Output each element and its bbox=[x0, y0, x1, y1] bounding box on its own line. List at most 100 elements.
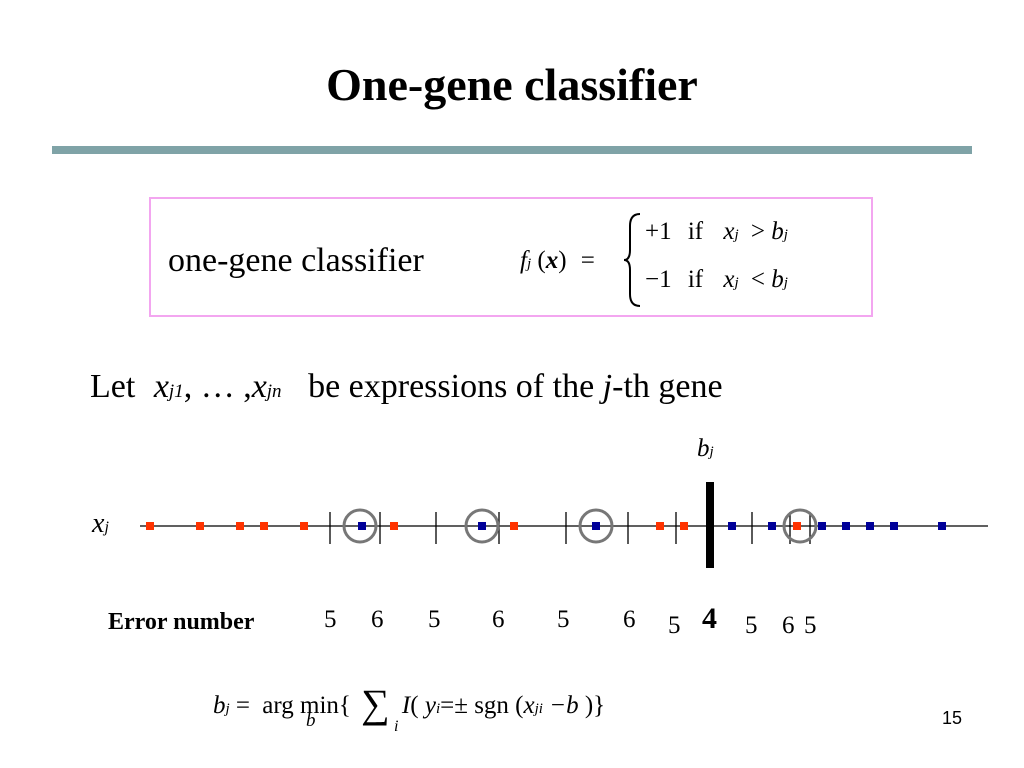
case1-var: x bbox=[723, 218, 735, 245]
x-first-sub: j1 bbox=[168, 381, 184, 402]
page-number: 15 bbox=[942, 708, 963, 728]
title-divider bbox=[52, 146, 972, 154]
x-first: x bbox=[153, 368, 169, 405]
formula-sgn: sgn bbox=[474, 692, 509, 719]
error-number-value: 5 bbox=[745, 612, 758, 639]
case1-rhs-sub: j bbox=[783, 227, 788, 243]
definition-label: one-gene classifier bbox=[168, 242, 424, 279]
lhs-arg: x bbox=[545, 247, 559, 274]
let-text-a: be expressions of the bbox=[308, 368, 603, 405]
formula-x: x bbox=[523, 692, 535, 719]
threshold-sub: j bbox=[709, 444, 714, 460]
threshold-bar bbox=[706, 482, 714, 568]
formula-b: b bbox=[213, 692, 226, 719]
ellipsis: , … , bbox=[183, 368, 252, 405]
case2-var: x bbox=[723, 266, 735, 293]
blue-sample-point bbox=[728, 522, 736, 530]
case2-rhs: b bbox=[771, 266, 784, 293]
case1-value: +1 bbox=[645, 218, 672, 245]
misclassified-circle bbox=[782, 508, 818, 544]
error-number-value: 5 bbox=[428, 606, 441, 633]
formula-eq: = bbox=[235, 692, 251, 719]
sum-subscript: i bbox=[394, 718, 399, 735]
lhs-f: f bbox=[520, 247, 527, 274]
formula-minus-b: −b bbox=[549, 692, 579, 719]
misclassified-circle bbox=[342, 508, 378, 544]
lhs-sub: j bbox=[526, 256, 532, 272]
red-sample-point bbox=[236, 522, 244, 530]
blue-sample-point bbox=[938, 522, 946, 530]
error-number-value: 5 bbox=[324, 606, 337, 633]
let-text-b: -th gene bbox=[612, 368, 723, 405]
error-number-value: 5 bbox=[668, 612, 681, 639]
threshold-b: b bbox=[697, 435, 710, 462]
error-number-value: 4 bbox=[702, 602, 717, 635]
error-number-value: 6 bbox=[782, 612, 795, 639]
axis-sub: j bbox=[104, 519, 109, 536]
error-number-value: 6 bbox=[492, 606, 505, 633]
red-sample-point bbox=[260, 522, 268, 530]
axis-label: xj bbox=[92, 508, 109, 540]
red-sample-point bbox=[146, 522, 154, 530]
x-last-sub: jn bbox=[266, 381, 282, 402]
case2-value: −1 bbox=[645, 266, 672, 293]
case1-var-sub: j bbox=[734, 227, 739, 243]
formula-x-sub: ji bbox=[534, 701, 543, 717]
expression-axis bbox=[140, 482, 988, 568]
formula-I: I bbox=[401, 692, 411, 719]
argmin-subscript: b bbox=[306, 710, 316, 731]
axis-x: x bbox=[92, 508, 105, 539]
misclassified-circle bbox=[464, 508, 500, 544]
blue-sample-point bbox=[358, 522, 366, 530]
blue-sample-point bbox=[592, 522, 600, 530]
blue-sample-point bbox=[478, 522, 486, 530]
red-sample-point bbox=[680, 522, 688, 530]
red-sample-point bbox=[196, 522, 204, 530]
cases-brace bbox=[623, 213, 641, 307]
definition-box bbox=[149, 197, 873, 317]
case1-op: > bbox=[750, 218, 766, 245]
lhs-open: ( bbox=[537, 247, 546, 274]
misclassified-circle bbox=[578, 508, 614, 544]
slide-title: One-gene classifier bbox=[326, 59, 698, 110]
formula-pm: =± bbox=[440, 692, 468, 719]
case1-rhs: b bbox=[771, 218, 784, 245]
red-sample-point bbox=[793, 522, 801, 530]
formula-argmin: arg min{ bbox=[262, 692, 351, 719]
lhs-equals: = bbox=[580, 247, 595, 274]
error-number-value: 6 bbox=[371, 606, 384, 633]
let-word: Let bbox=[90, 368, 136, 405]
case2-if: if bbox=[687, 266, 704, 293]
let-statement: Let xj1, … ,xjn be expressions of the j-… bbox=[90, 368, 723, 406]
x-last: x bbox=[251, 368, 267, 405]
lhs-close: ) bbox=[558, 247, 567, 274]
red-sample-point bbox=[510, 522, 518, 530]
error-number-label: Error number bbox=[108, 609, 255, 635]
case1-if: if bbox=[687, 218, 704, 245]
case2-op: < bbox=[750, 266, 766, 293]
formula-b-sub: j bbox=[225, 701, 230, 717]
red-sample-point bbox=[390, 522, 398, 530]
blue-sample-point bbox=[866, 522, 874, 530]
formula-open: ( bbox=[410, 692, 419, 719]
red-sample-point bbox=[300, 522, 308, 530]
error-number-value: 5 bbox=[804, 612, 817, 639]
blue-sample-point bbox=[818, 522, 826, 530]
threshold-label: bj bbox=[697, 435, 714, 463]
formula-y-sub: i bbox=[435, 701, 441, 717]
formula-sum: ∑ bbox=[361, 681, 390, 726]
formula-close: )} bbox=[584, 692, 606, 719]
classifier-lhs: fj (x) = bbox=[520, 247, 595, 275]
formula-open2: ( bbox=[515, 692, 524, 719]
error-number-value: 6 bbox=[623, 606, 636, 633]
argmin-formula: bj = arg min{ ∑ I( yi=± sgn (xji −b )} bbox=[213, 676, 606, 726]
blue-sample-point bbox=[842, 522, 850, 530]
error-number-value: 5 bbox=[557, 606, 570, 633]
formula-y: y bbox=[424, 692, 436, 719]
blue-sample-point bbox=[768, 522, 776, 530]
let-text-j: j bbox=[602, 368, 613, 405]
blue-sample-point bbox=[890, 522, 898, 530]
case2-var-sub: j bbox=[734, 275, 739, 291]
case-2: −1 if xj < bj bbox=[645, 266, 788, 294]
red-sample-point bbox=[656, 522, 664, 530]
